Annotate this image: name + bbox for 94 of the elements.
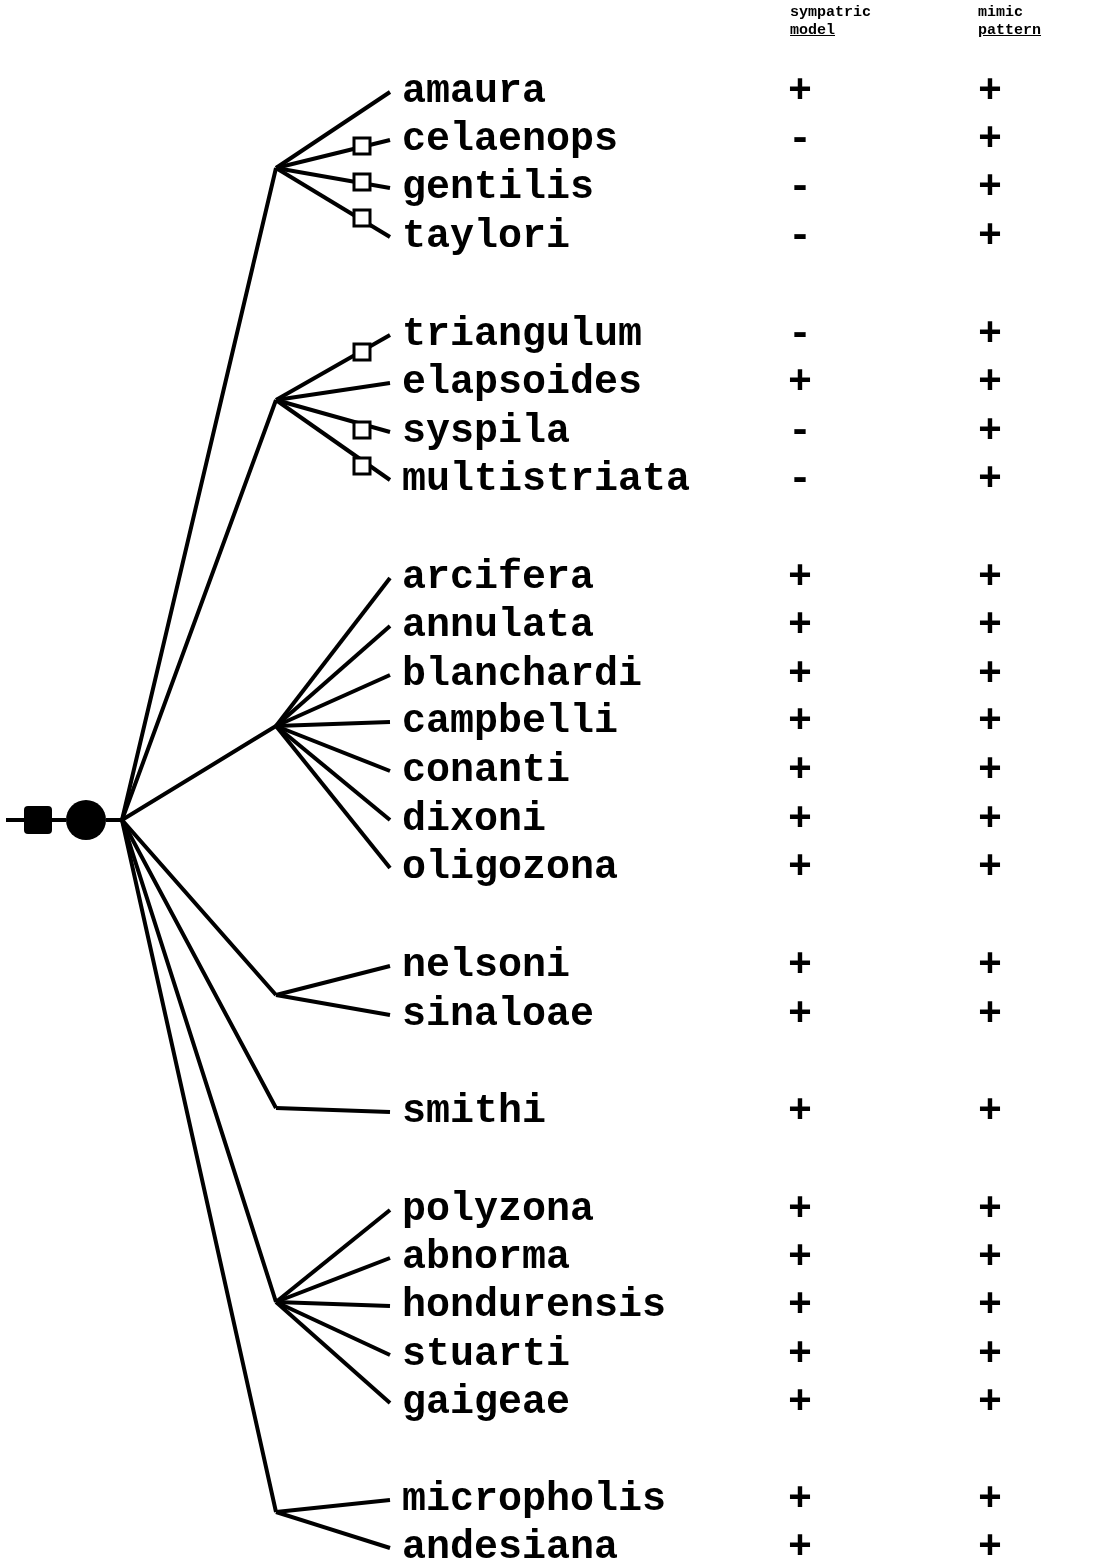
tree-branch <box>274 576 392 728</box>
tree-branch <box>275 381 391 402</box>
tree-branch <box>275 993 391 1017</box>
trait-state: + <box>787 995 813 1035</box>
column-header: pattern <box>978 22 1041 40</box>
trait-state: + <box>787 1238 813 1278</box>
trait-state: + <box>977 72 1003 112</box>
tree-branch <box>275 1498 391 1514</box>
trait-state: + <box>977 1190 1003 1230</box>
tree-branch <box>6 818 24 822</box>
trait-state: - <box>787 120 813 160</box>
species-name: andesiana <box>390 1528 619 1566</box>
trait-state: + <box>977 120 1003 160</box>
trait-state: + <box>977 702 1003 742</box>
species-name: smithi <box>390 1092 547 1132</box>
tree-branch <box>275 1106 391 1114</box>
trait-state: + <box>977 315 1003 355</box>
trait-state: + <box>977 363 1003 403</box>
trait-state: + <box>787 946 813 986</box>
trait-state: + <box>787 655 813 695</box>
species-name: polyzona <box>390 1190 595 1230</box>
trait-state: + <box>977 1383 1003 1423</box>
trait-state: - <box>787 460 813 500</box>
trait-state: + <box>977 848 1003 888</box>
trait-state: + <box>977 655 1003 695</box>
trait-state: + <box>977 1335 1003 1375</box>
trait-state: + <box>977 217 1003 257</box>
species-name: gentilis <box>390 168 595 208</box>
column-header: sympatric <box>790 4 871 22</box>
trait-state: + <box>787 72 813 112</box>
trait-state: - <box>787 315 813 355</box>
species-name: multistriata <box>390 460 691 500</box>
trait-state: + <box>787 800 813 840</box>
filled-circle-marker <box>66 800 106 840</box>
trait-state: + <box>977 1286 1003 1326</box>
species-name: gaigeae <box>390 1383 571 1423</box>
trait-state: + <box>977 1092 1003 1132</box>
species-name: campbelli <box>390 702 619 742</box>
trait-state: + <box>787 1383 813 1423</box>
species-name: micropholis <box>390 1480 667 1520</box>
species-name: annulata <box>390 606 595 646</box>
trait-state: + <box>977 168 1003 208</box>
trait-state: + <box>977 558 1003 598</box>
species-name: abnorma <box>390 1238 571 1278</box>
trait-state: + <box>977 995 1003 1035</box>
trait-state: - <box>787 217 813 257</box>
tree-branch <box>275 964 391 997</box>
trait-state: + <box>977 800 1003 840</box>
trait-state: + <box>977 751 1003 791</box>
trait-state: + <box>787 1286 813 1326</box>
trait-state: + <box>787 606 813 646</box>
species-name: conanti <box>390 751 571 791</box>
species-name: nelsoni <box>390 946 571 986</box>
species-name: amaura <box>390 72 547 112</box>
trait-state: + <box>977 946 1003 986</box>
tree-branch <box>274 90 392 170</box>
trait-state: + <box>787 1190 813 1230</box>
filled-square-marker <box>24 806 52 834</box>
trait-state: + <box>787 1335 813 1375</box>
species-name: hondurensis <box>390 1286 667 1326</box>
trait-state: + <box>977 1480 1003 1520</box>
tree-branch <box>275 333 391 402</box>
trait-state: + <box>787 751 813 791</box>
species-name: triangulum <box>390 315 643 355</box>
species-name: taylori <box>390 217 571 257</box>
species-name: stuarti <box>390 1335 571 1375</box>
column-header: model <box>790 22 835 40</box>
trait-state: + <box>977 1528 1003 1566</box>
trait-state: + <box>787 848 813 888</box>
trait-state: + <box>977 460 1003 500</box>
tree-branch <box>275 1300 391 1357</box>
species-name: celaenops <box>390 120 619 160</box>
trait-state: + <box>977 606 1003 646</box>
trait-state: + <box>787 702 813 742</box>
species-name: syspila <box>390 412 571 452</box>
species-name: dixoni <box>390 800 547 840</box>
trait-state: + <box>977 1238 1003 1278</box>
species-name: elapsoides <box>390 363 643 403</box>
trait-state: + <box>977 412 1003 452</box>
species-name: blanchardi <box>390 655 643 695</box>
tree-branch <box>275 1510 391 1550</box>
trait-state: - <box>787 412 813 452</box>
trait-state: + <box>787 1528 813 1566</box>
tree-branch <box>52 818 66 822</box>
species-name: oligozona <box>390 848 619 888</box>
trait-state: - <box>787 168 813 208</box>
column-header: mimic <box>978 4 1023 22</box>
trait-state: + <box>787 363 813 403</box>
trait-state: + <box>787 1092 813 1132</box>
trait-state: + <box>787 558 813 598</box>
species-name: arcifera <box>390 558 595 598</box>
tree-branch <box>274 1300 392 1405</box>
trait-state: + <box>787 1480 813 1520</box>
species-name: sinaloae <box>390 995 595 1035</box>
